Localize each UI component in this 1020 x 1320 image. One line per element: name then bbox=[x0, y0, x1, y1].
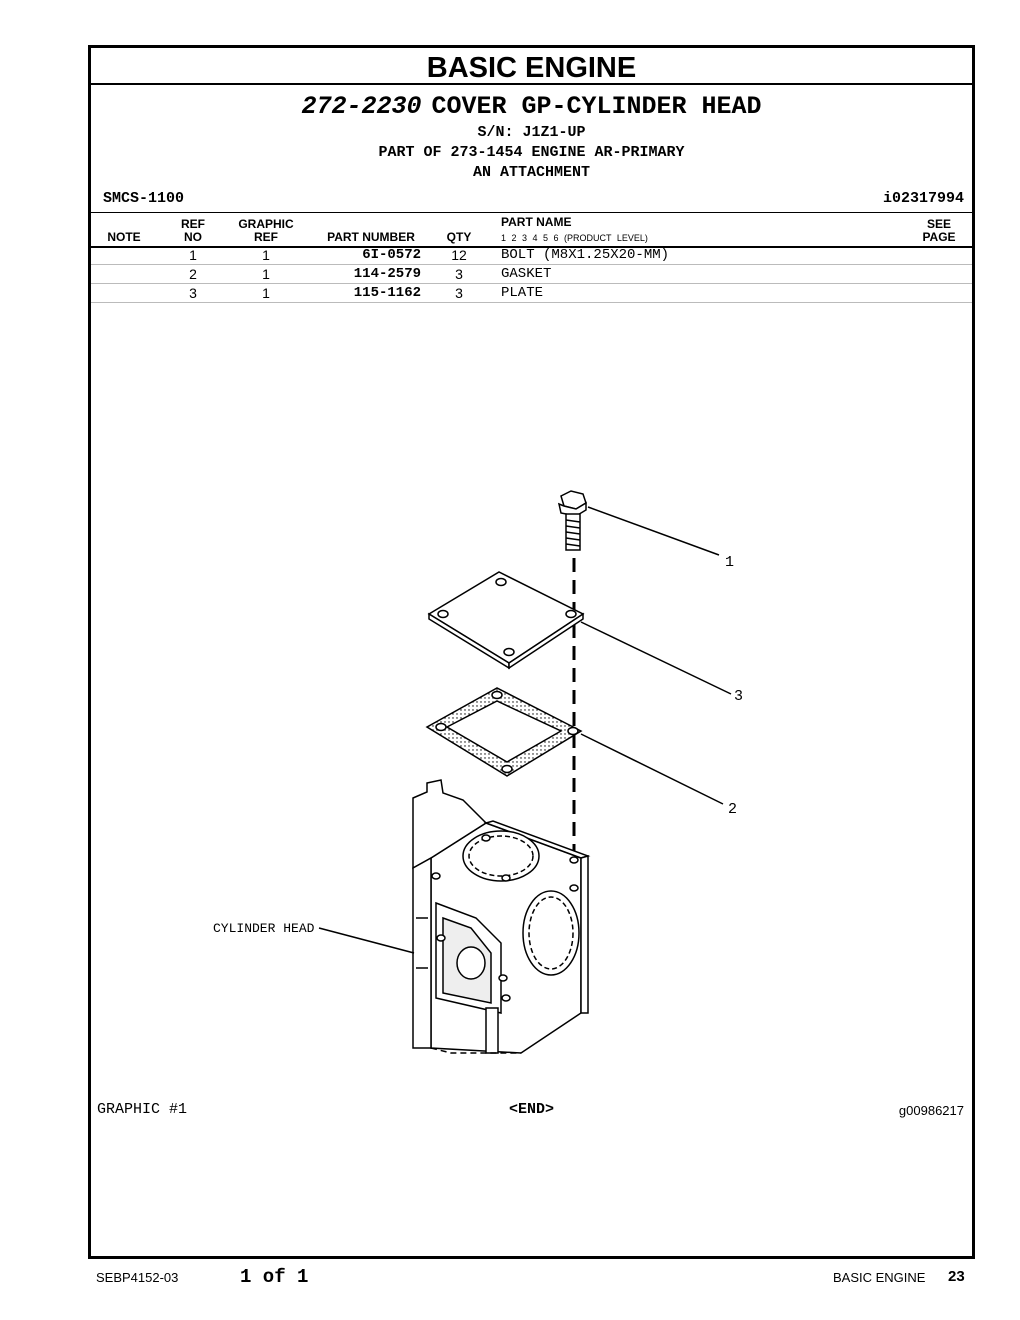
group-name: COVER GP-CYLINDER HEAD bbox=[431, 92, 762, 121]
part-name: GASKET bbox=[501, 266, 552, 282]
leader-line-plate bbox=[580, 621, 732, 695]
ref-no: 2 bbox=[189, 266, 197, 282]
quantity: 12 bbox=[451, 247, 467, 263]
serial-range: S/N: J1Z1-UP bbox=[477, 124, 586, 141]
header-see-page-2: PAGE bbox=[922, 230, 956, 244]
leader-line-gasket bbox=[580, 733, 724, 805]
graphic-id: g00986217 bbox=[898, 1103, 964, 1118]
header-graphic-ref-2: REF bbox=[254, 230, 278, 244]
group-title: 272-2230 COVER GP-CYLINDER HEAD bbox=[91, 92, 972, 121]
part-name: BOLT (M8X1.25X20-MM) bbox=[501, 247, 670, 263]
table-row: 2 1 114-2579 3 GASKET bbox=[91, 265, 972, 284]
cylinder-head-drawing bbox=[412, 779, 591, 1054]
section-title: BASIC ENGINE bbox=[91, 48, 972, 85]
footer-section: BASIC ENGINE bbox=[833, 1270, 926, 1285]
footer-doc-number: SEBP4152-03 bbox=[96, 1270, 179, 1285]
ref-no: 3 bbox=[189, 285, 197, 301]
header-qty: QTY bbox=[446, 230, 472, 244]
header-rule bbox=[91, 246, 972, 248]
exploded-view-illustration: 1 3 2 bbox=[213, 490, 743, 1054]
graphic-ref: 1 bbox=[262, 247, 270, 263]
header-see-page-1: SEE bbox=[926, 217, 951, 231]
smcs-code: SMCS-1100 bbox=[103, 190, 185, 207]
bolt-drawing bbox=[557, 490, 587, 551]
table-row: 3 1 115-1162 3 PLATE bbox=[91, 284, 972, 303]
ref-no: 1 bbox=[189, 247, 197, 263]
part-number: 114-2579 bbox=[353, 266, 421, 282]
table-top-rule bbox=[91, 212, 972, 213]
part-of-line: PART OF 273-1454 ENGINE AR-PRIMARY bbox=[378, 144, 685, 161]
callout-3: 3 bbox=[734, 688, 743, 705]
gasket-drawing bbox=[425, 687, 583, 777]
footer-page-number: 23 bbox=[948, 1268, 965, 1285]
callout-1: 1 bbox=[725, 554, 734, 571]
end-mark: <END> bbox=[508, 1101, 554, 1118]
header-part-number: PART NUMBER bbox=[327, 230, 415, 244]
table-row: 1 1 6I-0572 12 BOLT (M8X1.25X20-MM) bbox=[91, 246, 972, 265]
header-product-levels: 1 2 3 4 5 6 (PRODUCT LEVEL) bbox=[501, 233, 648, 243]
header-graphic-ref-1: GRAPHIC bbox=[238, 217, 294, 231]
plate-drawing bbox=[427, 571, 585, 670]
graphic-ref: 1 bbox=[262, 266, 270, 282]
quantity: 3 bbox=[455, 266, 463, 282]
header-note: NOTE bbox=[107, 230, 141, 244]
quantity: 3 bbox=[455, 285, 463, 301]
leader-line-cylinder-head bbox=[318, 927, 415, 954]
part-number: 6I-0572 bbox=[362, 247, 421, 263]
callout-2: 2 bbox=[728, 801, 737, 818]
footer-page-of: 1 of 1 bbox=[240, 1266, 309, 1288]
leader-line-bolt bbox=[587, 506, 720, 556]
header-ref-no-2: NO bbox=[184, 230, 202, 244]
header-part-name: PART NAME bbox=[501, 215, 572, 229]
header-ref-no-1: REF bbox=[181, 217, 205, 231]
graphic-label: GRAPHIC #1 bbox=[97, 1101, 188, 1118]
graphic-ref: 1 bbox=[262, 285, 270, 301]
part-number: 115-1162 bbox=[353, 285, 421, 301]
illustration-id: i02317994 bbox=[882, 190, 964, 207]
cylinder-head-label: CYLINDER HEAD bbox=[213, 921, 315, 936]
attachment-line: AN ATTACHMENT bbox=[472, 164, 591, 181]
page-frame: BASIC ENGINE 272-2230 COVER GP-CYLINDER H… bbox=[88, 45, 975, 1259]
group-number: 272-2230 bbox=[301, 92, 422, 121]
part-name: PLATE bbox=[501, 285, 544, 301]
